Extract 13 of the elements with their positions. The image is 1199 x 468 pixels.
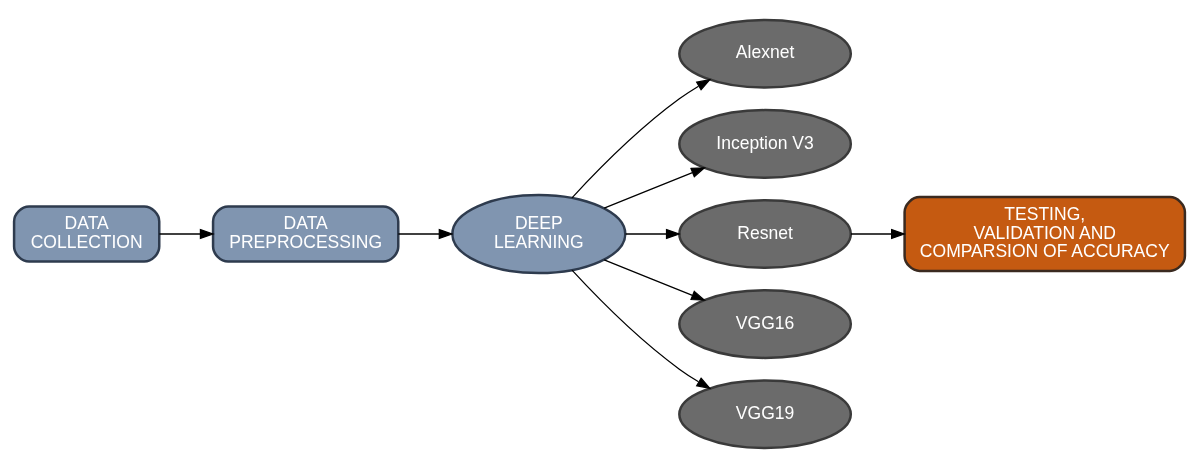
arrow <box>571 78 712 199</box>
arrow <box>603 167 707 209</box>
arrow <box>603 259 707 301</box>
node-box: TESTING, VALIDATION AND COMPARSION OF ACCURACY <box>903 195 1187 273</box>
arrow <box>571 269 712 390</box>
node-box: DATA COLLECTION <box>12 205 161 263</box>
arrow <box>625 228 681 240</box>
arrow <box>850 228 907 240</box>
arrow <box>397 228 454 240</box>
node-box: DATA PREPROCESSING <box>211 205 400 263</box>
node-ellipse: Resnet <box>678 198 853 270</box>
node-ellipse: DEEP LEARNING <box>451 193 627 275</box>
arrow <box>158 228 215 240</box>
